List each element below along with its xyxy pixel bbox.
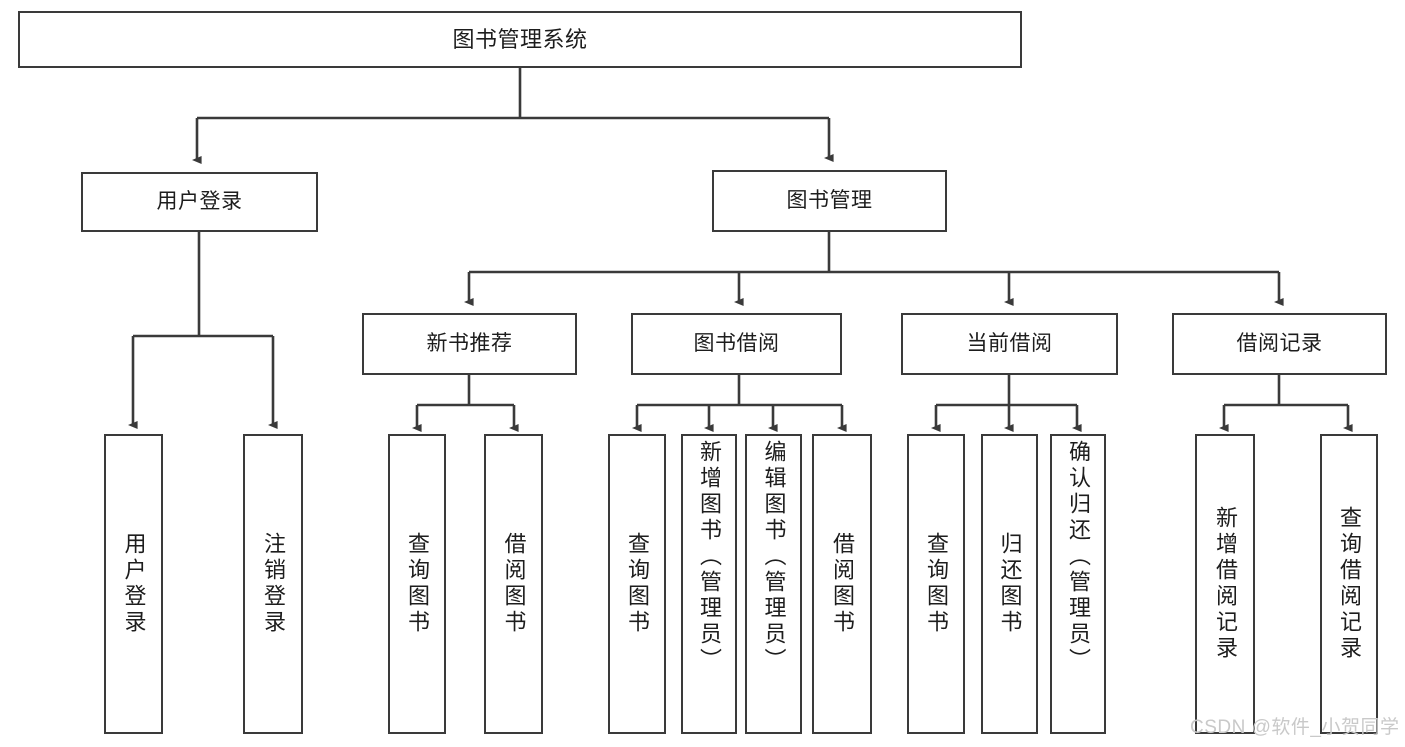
node-leaf-confirm-return[interactable]: 确认归还（管理员） (1050, 434, 1106, 734)
node-leaf-user-login[interactable]: 用户登录 (104, 434, 163, 734)
node-borrow-record[interactable]: 借阅记录 (1172, 313, 1387, 375)
node-leaf-add-record-label: 新增借阅记录 (1213, 506, 1238, 662)
node-leaf-query-book-3[interactable]: 查询图书 (907, 434, 965, 734)
node-current-borrow[interactable]: 当前借阅 (901, 313, 1118, 375)
node-leaf-query-book-2[interactable]: 查询图书 (608, 434, 666, 734)
node-borrow-record-label: 借阅记录 (1236, 331, 1323, 355)
node-leaf-query-book-3-label: 查询图书 (924, 532, 949, 636)
node-leaf-query-book-1[interactable]: 查询图书 (388, 434, 446, 734)
node-book-borrow-label: 图书借阅 (693, 331, 780, 355)
node-book-manage[interactable]: 图书管理 (712, 170, 947, 232)
node-leaf-edit-book-label: 编辑图书（管理员） (761, 440, 787, 674)
node-leaf-return-book-label: 归还图书 (997, 532, 1023, 636)
node-leaf-logout-login[interactable]: 注销登录 (243, 434, 303, 734)
node-leaf-borrow-book-1-label: 借阅图书 (501, 532, 527, 636)
node-leaf-query-book-2-label: 查询图书 (625, 532, 650, 636)
node-leaf-add-record[interactable]: 新增借阅记录 (1195, 434, 1255, 734)
node-leaf-borrow-book-1[interactable]: 借阅图书 (484, 434, 543, 734)
node-leaf-add-book-label: 新增图书（管理员） (697, 440, 722, 674)
node-new-book-recommend-label: 新书推荐 (426, 331, 513, 355)
node-leaf-query-record-label: 查询借阅记录 (1337, 506, 1362, 662)
node-leaf-return-book[interactable]: 归还图书 (981, 434, 1038, 734)
node-user-login[interactable]: 用户登录 (81, 172, 318, 232)
node-user-login-label: 用户登录 (156, 189, 243, 213)
node-book-manage-label: 图书管理 (786, 188, 873, 212)
node-book-borrow[interactable]: 图书借阅 (631, 313, 842, 375)
node-leaf-user-login-label: 用户登录 (121, 532, 147, 636)
node-leaf-logout-login-label: 注销登录 (261, 532, 286, 636)
node-new-book-recommend[interactable]: 新书推荐 (362, 313, 577, 375)
node-leaf-borrow-book-2[interactable]: 借阅图书 (812, 434, 872, 734)
node-leaf-query-book-1-label: 查询图书 (405, 532, 430, 636)
node-leaf-query-record[interactable]: 查询借阅记录 (1320, 434, 1378, 734)
node-leaf-add-book[interactable]: 新增图书（管理员） (681, 434, 737, 734)
node-leaf-confirm-return-label: 确认归还（管理员） (1066, 440, 1091, 674)
node-current-borrow-label: 当前借阅 (966, 331, 1053, 355)
node-leaf-borrow-book-2-label: 借阅图书 (830, 532, 855, 636)
node-root[interactable]: 图书管理系统 (18, 11, 1022, 68)
node-leaf-edit-book[interactable]: 编辑图书（管理员） (745, 434, 802, 734)
node-root-label: 图书管理系统 (452, 26, 588, 52)
